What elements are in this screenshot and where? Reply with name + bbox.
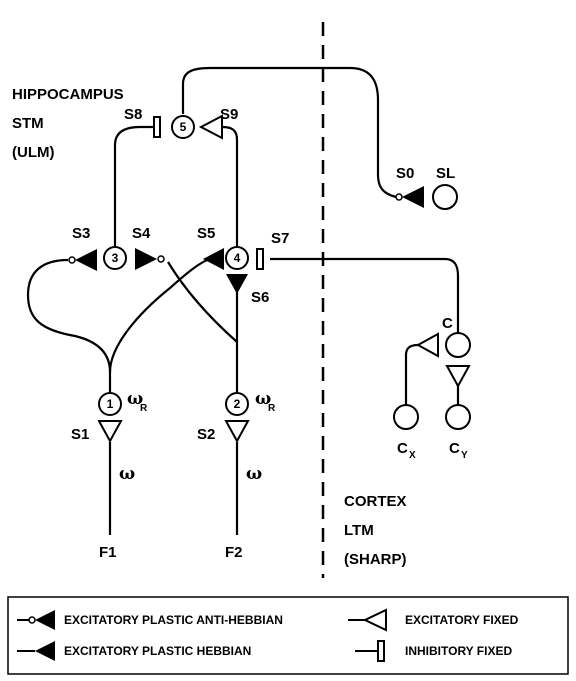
node-4: 4 (225, 246, 249, 270)
omega-r-2-label: ω R (255, 389, 276, 414)
sl-label: SL (436, 165, 455, 182)
s6-label: S6 (251, 289, 269, 306)
cortex-title: CORTEX (344, 493, 407, 510)
s5-hebbian-synapse-icon (203, 248, 224, 270)
f2-label: F2 (225, 544, 243, 561)
cortex-label: CORTEX LTM (SHARP) (344, 493, 407, 568)
node-1-label: 1 (107, 397, 114, 411)
legend-excitatory-fixed-label: EXCITATORY FIXED (405, 613, 519, 627)
node-2-label: 2 (234, 397, 241, 411)
node1-to-s3-wire (26, 258, 112, 392)
s0-label: S0 (396, 165, 414, 182)
s0-anti-hebbian-synapse-icon (395, 186, 424, 208)
node-1: 1 (98, 392, 122, 416)
cx-to-c-wire (404, 343, 419, 405)
s4-label: S4 (132, 225, 151, 242)
node-3-label: 3 (112, 251, 119, 265)
s9-label: S9 (220, 106, 238, 123)
s8-label: S8 (124, 106, 142, 123)
svg-text:ω: ω (127, 389, 143, 409)
s6-hebbian-synapse-icon (226, 274, 248, 294)
node-4-label: 4 (234, 251, 241, 265)
omega-1-label: ω (119, 464, 135, 484)
legend-hebbian-icon (17, 641, 55, 661)
node2-to-s4-wire (167, 261, 238, 343)
svg-text:ω: ω (255, 389, 271, 409)
s1-excitatory-fixed-synapse-icon (97, 420, 123, 444)
node5-to-s0-wire (181, 66, 397, 199)
node4-to-s9-wire (221, 125, 239, 246)
svg-text:C: C (449, 440, 460, 457)
hippocampus-label: HIPPOCAMPUS STM (ULM) (12, 86, 124, 161)
svg-text:C: C (397, 440, 408, 457)
stm-label: STM (12, 115, 44, 132)
c-node (445, 332, 471, 358)
svg-text:R: R (140, 403, 148, 414)
s2-excitatory-fixed-synapse-icon (224, 420, 250, 444)
legend: EXCITATORY PLASTIC ANTI-HEBBIAN EXCITATO… (7, 596, 569, 675)
node-5: 5 (171, 115, 195, 139)
hippocampus-title: HIPPOCAMPUS (12, 86, 124, 103)
c-label: C (442, 315, 453, 332)
legend-box (7, 596, 569, 675)
sl-node (432, 184, 458, 210)
s7-label: S7 (271, 230, 289, 247)
ltm-label: LTM (344, 522, 374, 539)
s7-inhibitory-synapse-icon (256, 248, 264, 270)
legend-inhibitory-fixed-label: INHIBITORY FIXED (405, 644, 512, 658)
svg-text:Y: Y (461, 450, 468, 461)
omega-2-label: ω (246, 464, 262, 484)
cx-excitatory-fixed-synapse-icon (415, 332, 439, 358)
legend-anti-hebbian-icon (17, 610, 55, 630)
s3-anti-hebbian-synapse-icon (68, 249, 97, 271)
node-3: 3 (103, 246, 127, 270)
legend-hebbian-label: EXCITATORY PLASTIC HEBBIAN (64, 644, 251, 658)
legend-anti-hebbian-label: EXCITATORY PLASTIC ANTI-HEBBIAN (64, 613, 283, 627)
svg-text:X: X (409, 450, 416, 461)
legend-excitatory-fixed-icon (348, 608, 387, 632)
node-2: 2 (225, 392, 249, 416)
s3-label: S3 (72, 225, 90, 242)
s5-label: S5 (197, 225, 215, 242)
node-5-label: 5 (180, 120, 187, 134)
s9-excitatory-fixed-synapse-icon (198, 114, 223, 140)
s2-label: S2 (197, 426, 215, 443)
cy-label: C Y (449, 440, 468, 461)
ulm-label: (ULM) (12, 144, 54, 161)
cy-excitatory-fixed-synapse-icon (445, 365, 471, 389)
cy-node (445, 404, 471, 430)
f1-label: F1 (99, 544, 117, 561)
cx-node (393, 404, 419, 430)
svg-text:R: R (268, 403, 276, 414)
s4-anti-hebbian-synapse-icon (135, 248, 165, 270)
sharp-label: (SHARP) (344, 551, 407, 568)
omega-r-1-label: ω R (127, 389, 148, 414)
cx-label: C X (397, 440, 416, 461)
node1-to-s5-wire (108, 256, 213, 373)
s1-label: S1 (71, 426, 89, 443)
node3-to-s8-wire (113, 125, 154, 246)
legend-inhibitory-fixed-icon (355, 640, 385, 662)
s7-to-c-wire (270, 257, 460, 333)
s8-inhibitory-synapse-icon (153, 116, 161, 138)
